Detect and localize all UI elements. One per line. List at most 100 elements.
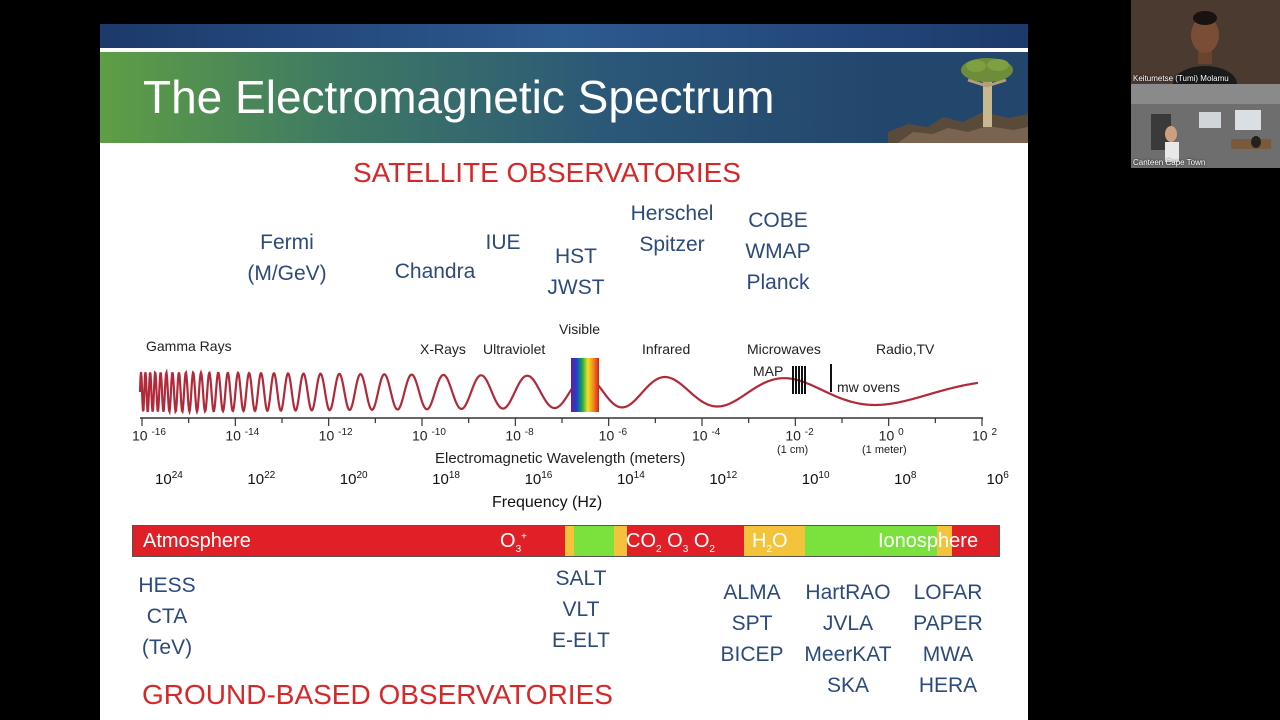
eelt-name: E-ELT (552, 629, 610, 652)
ultraviolet-label: Ultraviolet (483, 341, 546, 357)
hst-name: HST (555, 245, 597, 268)
atm-yellow-seg-2 (614, 526, 627, 556)
spitzer-name: Spitzer (639, 233, 705, 256)
mwa-name: MWA (922, 643, 974, 666)
herschel-spitzer-label: Herschel Spitzer (617, 198, 727, 260)
frequency-tick-label: 1014 (616, 470, 645, 488)
o2-text: O (693, 530, 710, 552)
wavelength-tick-label: 10 -12 (318, 427, 353, 444)
participant-video-tumi[interactable]: Keitumetse (Tumi) Molamu (1131, 0, 1280, 84)
spt-name: SPT (731, 612, 773, 635)
visible-label: Visible (559, 321, 600, 337)
lofar-hera-label: LOFAR PAPER MWA HERA (903, 577, 993, 701)
wmap-name: WMAP (745, 240, 811, 263)
frequency-tick-label: 106 (986, 470, 1009, 488)
hess-cta-label: HESS CTA (TeV) (122, 570, 212, 663)
molecules-label: CO2 O3 O2 (626, 530, 715, 555)
infrared-label: Infrared (642, 341, 691, 357)
atm-h2o-seg (744, 526, 805, 556)
cta-name: CTA (146, 605, 188, 628)
quiver-tree-image (888, 58, 1028, 143)
atm-yellow-seg-3 (937, 526, 952, 556)
one-cm-note: (1 cm) (777, 444, 809, 456)
slide-title: The Electromagnetic Spectrum (143, 71, 775, 123)
participant-video-canteen[interactable]: Canteen Cape Town (1131, 84, 1280, 168)
hartrao-name: HartRAO (805, 581, 891, 604)
map-label: MAP (753, 363, 784, 379)
frequency-tick-label: 1018 (432, 470, 460, 488)
participant-name-tumi: Keitumetse (Tumi) Molamu (1133, 74, 1229, 83)
tev-range: (TeV) (141, 636, 193, 659)
ionosphere-label: Ionosphere (878, 530, 979, 552)
o3b-sub: 3 (682, 544, 689, 555)
hst-jwst-label: HST JWST (536, 241, 616, 303)
gamma-rays-label: Gamma Rays (146, 338, 232, 354)
em-wave (138, 368, 979, 416)
room-camera-view (1131, 84, 1280, 168)
o3b-text: O (667, 530, 683, 552)
map-marker (792, 366, 806, 394)
slide-divider (100, 48, 1028, 52)
chandra-label: Chandra (394, 260, 476, 283)
cobe-wmap-planck-label: COBE WMAP Planck (728, 205, 828, 298)
wavelength-tick-label: 10 0 (878, 427, 904, 444)
frequency-tick-label: 1012 (709, 470, 738, 488)
wavelength-tick-label: 10 -10 (412, 427, 446, 444)
atm-yellow-seg-1 (565, 526, 574, 556)
spectrum-wave-diagram (138, 358, 983, 426)
atmosphere-label: Atmosphere (143, 530, 251, 552)
o3-o: O (500, 530, 516, 552)
wavelength-tick-label: 10 -16 (132, 427, 166, 444)
hartrao-ska-label: HartRAO JVLA MeerKAT SKA (798, 577, 898, 701)
wavelength-tick-label: 10 -6 (598, 427, 628, 444)
fermi-label: Fermi (M/GeV) (237, 227, 337, 289)
jvla-name: JVLA (822, 612, 874, 635)
wavelength-ticks (141, 418, 983, 426)
ska-name: SKA (826, 674, 870, 697)
participant-name-canteen: Canteen Cape Town (1133, 158, 1206, 167)
wavelength-axis-label: Electromagnetic Wavelength (meters) (435, 450, 686, 467)
hera-name: HERA (918, 674, 978, 697)
wavelength-tick-label: 10 -8 (505, 427, 534, 444)
satellite-observatories-heading: SATELLITE OBSERVATORIES (353, 157, 741, 188)
o3-sub: 3 (515, 544, 522, 555)
fermi-range: (M/GeV) (247, 262, 327, 285)
h2o-h: H (752, 530, 767, 552)
hess-name: HESS (138, 574, 196, 597)
slide-banner: The Electromagnetic Spectrum (100, 52, 1028, 143)
frequency-tick-label: 1010 (801, 470, 830, 488)
vlt-name: VLT (562, 598, 600, 621)
frequency-tick-label: 1020 (339, 470, 368, 488)
salt-name: SALT (555, 567, 607, 590)
radio-tv-label: Radio,TV (876, 341, 935, 357)
visible-band (571, 358, 599, 412)
planck-name: Planck (746, 271, 810, 294)
mw-ovens-label: mw ovens (837, 379, 901, 395)
h2o-sub: 2 (766, 544, 773, 555)
atmosphere-bar: Atmosphere O3+ CO2 O3 O2 H2O Ionosphere (132, 525, 1000, 557)
frequency-tick-label: 1024 (155, 470, 183, 488)
meerkat-name: MeerKAT (804, 643, 892, 666)
h2o-o: O (772, 530, 788, 552)
participant-avatar (1131, 0, 1280, 84)
o2-sub: 2 (709, 544, 715, 555)
atm-radio-window (805, 526, 937, 556)
cobe-name: COBE (748, 209, 808, 232)
ground-observatories-heading: GROUND-BASED OBSERVATORIES (142, 679, 613, 710)
bicep-name: BICEP (720, 643, 784, 666)
alma-name: ALMA (723, 581, 781, 604)
o3-sup: + (521, 531, 527, 543)
frequency-tick-label: 1022 (247, 470, 276, 488)
x-rays-label: X-Rays (420, 341, 466, 357)
wavelength-tick-label: 10 -2 (785, 427, 814, 444)
slide-top-bar (100, 24, 1028, 48)
wavelength-tick-label: 10 2 (972, 427, 998, 444)
one-meter-note: (1 meter) (862, 444, 907, 456)
salt-vlt-eelt-label: SALT VLT E-ELT (536, 563, 626, 656)
presentation-slide: The Electromagnetic Spectrum SATELLITE O… (100, 24, 1028, 720)
frequency-tick-label: 108 (894, 470, 917, 488)
wavelength-tick-label: 10 -4 (692, 427, 721, 444)
paper-name: PAPER (913, 612, 983, 635)
herschel-name: Herschel (630, 202, 714, 225)
o3-plus-label: O3+ (500, 530, 527, 555)
